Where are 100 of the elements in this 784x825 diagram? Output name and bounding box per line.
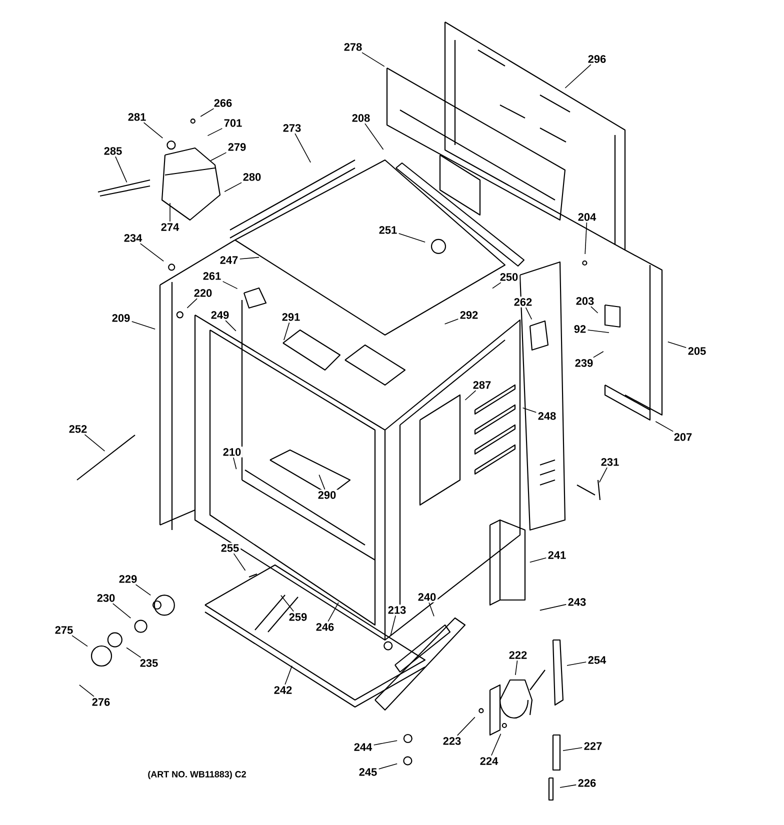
leader-line [364,123,384,150]
callout-number: 242 [272,684,294,696]
callout-number: 251 [377,224,399,236]
callout-number: 244 [352,742,374,752]
leader-line [362,52,385,67]
callout-number: 701 [222,118,244,128]
callout-number: 255 [219,542,241,554]
callout-number: 290 [316,490,338,500]
leader-line [126,647,142,658]
callout-number: 235 [138,658,160,668]
leader-line [280,595,294,612]
callout-number: 240 [416,592,438,602]
callout-number: 208 [350,112,372,124]
callout-number: 241 [546,550,568,560]
leader-line [115,156,128,183]
leader-line [284,665,292,685]
leader-line [540,604,567,611]
callout-number: 230 [95,592,117,604]
callout-number: 274 [159,222,181,232]
callout-number: 291 [280,312,302,322]
callout-number: 220 [192,288,214,298]
leader-line [378,763,398,770]
leader-line [525,307,532,320]
callout-number: 239 [573,358,595,368]
callout-number: 296 [586,54,608,64]
callout-number: 259 [287,612,309,622]
callout-number: 287 [471,380,493,390]
leader-line [590,306,598,314]
leader-line [562,747,583,751]
leader-line [284,322,290,340]
leader-line [584,222,588,254]
leader-line [318,474,326,490]
callout-number: 285 [102,146,124,156]
leader-line [224,182,242,192]
callout-number: 92 [572,324,588,334]
leader-line [444,318,459,324]
callout-number: 248 [536,410,558,422]
leader-line [373,740,398,746]
callout-number: 223 [441,736,463,746]
leader-line [492,282,502,289]
leader-line [655,421,674,432]
leader-line [207,128,223,136]
callout-number: 243 [566,596,588,608]
leader-line [522,408,537,413]
callout-number: 207 [672,432,694,442]
callout-number: 213 [386,604,408,616]
callout-number: 246 [314,622,336,632]
leader-line [398,233,426,242]
leader-line [593,351,604,358]
leader-line [210,152,227,161]
callout-number: 250 [498,272,520,282]
callout-number: 276 [90,696,112,708]
leader-line [668,342,687,348]
leader-line [328,602,339,622]
leader-line [515,660,518,676]
callout-number: 254 [586,654,608,666]
callout-number: 292 [458,310,480,320]
leader-line [186,298,198,308]
callout-number: 252 [67,424,89,434]
callout-number: 224 [478,756,500,766]
callout-number: 227 [582,740,604,752]
leader-line [72,635,88,647]
leader-line [135,584,151,596]
callout-number: 226 [576,778,598,788]
leader-line [564,64,592,88]
leader-line [143,122,164,138]
callout-number: 222 [507,650,529,660]
leader-line [464,390,476,400]
leader-line [428,602,434,617]
leader-line [225,320,236,332]
callout-number: 234 [122,232,144,244]
leader-line [140,243,164,262]
callout-number: 249 [209,310,231,320]
leader-line [112,603,132,618]
callout-number: 281 [126,112,148,122]
leader-line [79,684,94,697]
callout-number: 245 [357,766,379,778]
leader-line [530,557,547,563]
callout-number: 204 [576,212,598,222]
leader-line [587,330,610,333]
callout-number: 205 [686,346,708,356]
art-number-note: (ART NO. WB11883) C2 [148,770,246,780]
callout-number: 229 [117,574,139,584]
leader-line [233,457,237,470]
callout-number: 261 [201,270,223,282]
callout-number: 262 [512,296,534,308]
leader-line [294,133,311,163]
leader-line [456,716,476,736]
leader-line [84,434,106,452]
leader-line [560,784,577,788]
leader-line [233,553,246,571]
callout-number: 279 [226,142,248,152]
callout-number: 203 [574,296,596,306]
leader-line [390,615,396,636]
leader-line [491,733,502,756]
callout-number: 273 [281,122,303,134]
leader-line [599,467,608,483]
callout-number: 280 [241,172,263,182]
callout-number: 209 [110,312,132,324]
leader-line [222,281,238,290]
